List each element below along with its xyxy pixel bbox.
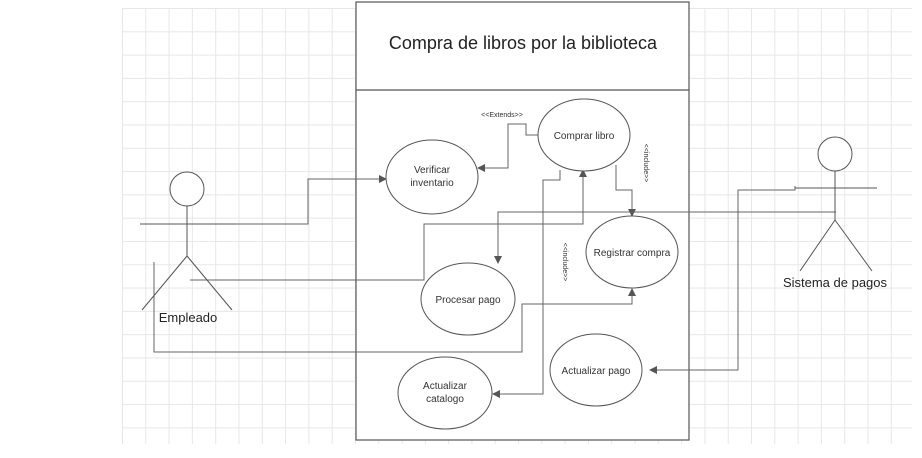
actor-payment-system[interactable] — [795, 136, 877, 272]
actor-payment-system-head-icon — [817, 136, 853, 172]
diagram-title: Compra de libros por la biblioteca — [389, 33, 658, 53]
include-label-1: <<include>> — [642, 144, 649, 183]
use-case-buy-book-label: Comprar libro — [554, 131, 615, 142]
connector-employee-buy — [190, 169, 587, 281]
include-label-2: <<include>> — [561, 243, 568, 282]
connector-include-register — [615, 165, 636, 217]
actor-employee-head-icon — [169, 171, 205, 207]
extends-label: <<Extends>> — [481, 112, 523, 119]
connector-payment-process — [494, 211, 836, 264]
use-case-update-catalog[interactable]: Actualizar catalogo — [397, 356, 493, 430]
connector-buy-catalog — [492, 170, 561, 398]
use-case-verify-inventory-line1: Verificar — [414, 165, 451, 176]
use-case-buy-book[interactable]: Comprar libro — [537, 98, 631, 172]
use-case-register-purchase[interactable]: Registrar compra — [585, 215, 679, 289]
use-case-update-catalog-line2: catalogo — [426, 394, 464, 405]
actor-employee-label: Empleado — [159, 310, 218, 325]
use-case-verify-inventory[interactable]: Verificar inventario — [385, 139, 479, 215]
use-case-process-payment-label: Procesar pago — [435, 295, 500, 306]
connector-payment-update — [649, 186, 796, 374]
connector-employee-register — [153, 262, 636, 353]
actor-employee[interactable] — [140, 171, 236, 311]
use-case-update-payment[interactable]: Actualizar pago — [549, 333, 643, 407]
use-case-process-payment[interactable]: Procesar pago — [420, 262, 516, 336]
use-case-verify-inventory-line2: inventario — [410, 178, 454, 189]
use-case-register-purchase-label: Registrar compra — [594, 248, 671, 259]
actor-payment-system-label: Sistema de pagos — [783, 275, 888, 290]
use-case-update-payment-label: Actualizar pago — [562, 366, 631, 377]
connector-extends — [477, 123, 540, 172]
use-case-update-catalog-line1: Actualizar — [423, 381, 468, 392]
